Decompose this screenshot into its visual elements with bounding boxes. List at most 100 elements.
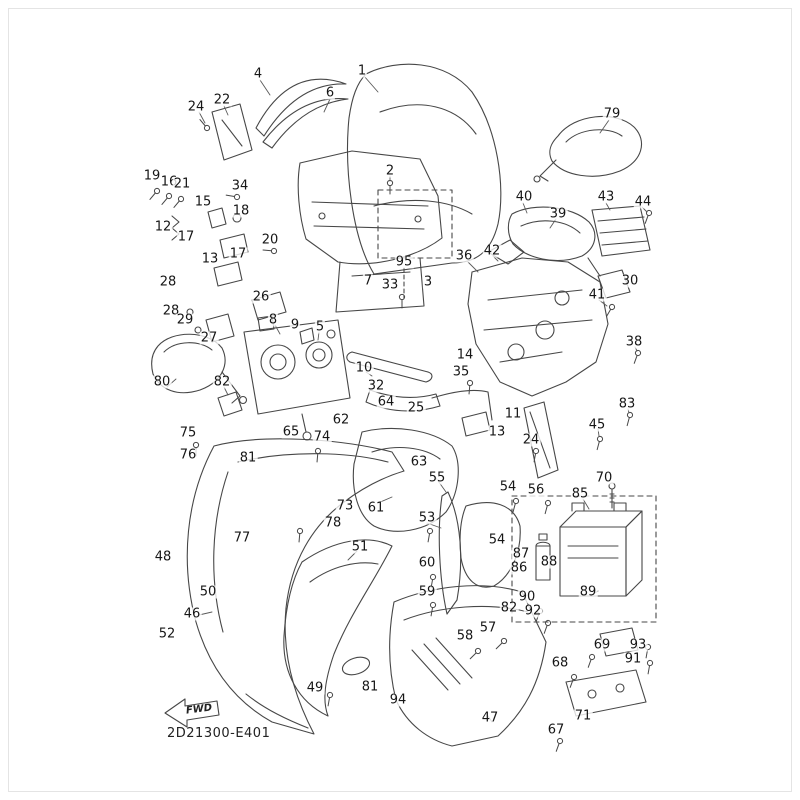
- part-callout-58: 58: [455, 628, 475, 644]
- part-callout-34: 34: [230, 178, 250, 194]
- part-callout-24: 24: [186, 99, 206, 115]
- part-callout-76: 76: [178, 447, 198, 463]
- part-callout-13: 13: [487, 424, 507, 440]
- fairing-scoop: [283, 539, 393, 717]
- part-callout-61: 61: [366, 500, 386, 516]
- part-callout-65: 65: [281, 424, 301, 440]
- headlight-assembly: [243, 315, 351, 441]
- part-callout-77: 77: [232, 530, 252, 546]
- part-callout-30: 30: [620, 273, 640, 289]
- part-callout-45: 45: [587, 417, 607, 433]
- part-callout-59: 59: [417, 584, 437, 600]
- part-callout-42: 42: [482, 243, 502, 259]
- mirror-right: [533, 115, 643, 183]
- part-callout-95: 95: [394, 254, 414, 270]
- side-trim-strip: [438, 491, 521, 615]
- part-callout-54: 54: [498, 479, 518, 495]
- part-callout-75: 75: [178, 425, 198, 441]
- part-callout-68: 68: [550, 655, 570, 671]
- part-callout-73: 73: [335, 498, 355, 514]
- part-callout-90: 90: [517, 589, 537, 605]
- part-callout-47: 47: [480, 710, 500, 726]
- part-callout-14: 14: [455, 347, 475, 363]
- part-callout-33: 33: [380, 277, 400, 293]
- part-callout-51: 51: [350, 539, 370, 555]
- part-callout-32: 32: [366, 378, 386, 394]
- part-callout-50: 50: [198, 584, 218, 600]
- part-callout-87: 87: [511, 546, 531, 562]
- part-callout-27: 27: [199, 330, 219, 346]
- diagram-code: 2D21300-E401: [167, 726, 271, 741]
- part-callout-44: 44: [633, 194, 653, 210]
- part-callout-54: 54: [487, 532, 507, 548]
- part-callout-52: 52: [157, 626, 177, 642]
- part-callout-91: 91: [623, 651, 643, 667]
- part-callout-86: 86: [509, 560, 529, 576]
- part-callout-2: 2: [384, 163, 396, 179]
- part-callout-74: 74: [312, 429, 332, 445]
- fwd-arrow-icon: [164, 698, 220, 728]
- part-callout-94: 94: [388, 692, 408, 708]
- battery-dashed-box: [511, 495, 657, 623]
- part-callout-6: 6: [324, 85, 336, 101]
- part-callout-60: 60: [417, 555, 437, 571]
- part-callout-41: 41: [587, 287, 607, 303]
- part-callout-85: 85: [570, 486, 590, 502]
- intake-duct: [507, 206, 631, 299]
- part-callout-67: 67: [546, 722, 566, 738]
- part-callout-64: 64: [376, 394, 396, 410]
- bottom-right-brackets: [565, 627, 647, 717]
- part-callout-21: 21: [172, 176, 192, 192]
- part-callout-40: 40: [514, 189, 534, 205]
- part-callout-81: 81: [360, 679, 380, 695]
- part-callout-93: 93: [628, 637, 648, 653]
- part-callout-9: 9: [289, 317, 301, 333]
- part-callout-17: 17: [176, 229, 196, 245]
- part-callout-46: 46: [182, 606, 202, 622]
- part-callout-78: 78: [323, 515, 343, 531]
- leader-lines: [166, 75, 648, 723]
- part-callout-70: 70: [594, 470, 614, 486]
- lower-cowl-right: [389, 585, 547, 747]
- part-callout-82: 82: [499, 600, 519, 616]
- part-callout-1: 1: [356, 63, 368, 79]
- part-callout-5: 5: [314, 319, 326, 335]
- part-callout-13: 13: [200, 251, 220, 267]
- part-callout-15: 15: [193, 194, 213, 210]
- part-callout-11: 11: [503, 406, 523, 422]
- part-callout-39: 39: [548, 206, 568, 222]
- part-callout-38: 38: [624, 334, 644, 350]
- reservoir: [535, 533, 551, 581]
- part-callout-88: 88: [539, 554, 559, 570]
- part-callout-89: 89: [578, 584, 598, 600]
- part-callout-19: 19: [142, 168, 162, 184]
- part-callout-10: 10: [354, 360, 374, 376]
- part-callout-36: 36: [454, 248, 474, 264]
- part-callout-56: 56: [526, 482, 546, 498]
- part-callout-18: 18: [231, 203, 251, 219]
- part-callout-17: 17: [228, 246, 248, 262]
- part-callout-20: 20: [260, 232, 280, 248]
- part-callout-53: 53: [417, 510, 437, 526]
- part-callout-48: 48: [153, 549, 173, 565]
- windshield-trim: [255, 78, 349, 149]
- part-callout-4: 4: [252, 66, 264, 82]
- part-callout-24: 24: [521, 432, 541, 448]
- part-callout-28: 28: [158, 274, 178, 290]
- part-callout-7: 7: [362, 273, 374, 289]
- part-callout-82: 82: [212, 374, 232, 390]
- part-callout-83: 83: [617, 396, 637, 412]
- part-callout-69: 69: [592, 637, 612, 653]
- part-callout-3: 3: [422, 274, 434, 290]
- part-callout-26: 26: [251, 289, 271, 305]
- part-callout-8: 8: [267, 312, 279, 328]
- detail-dashed-box: [377, 189, 453, 259]
- part-callout-63: 63: [409, 454, 429, 470]
- part-callout-79: 79: [602, 106, 622, 122]
- part-callout-71: 71: [573, 708, 593, 724]
- part-callout-43: 43: [596, 189, 616, 205]
- part-callout-28: 28: [161, 303, 181, 319]
- part-callout-92: 92: [523, 603, 543, 619]
